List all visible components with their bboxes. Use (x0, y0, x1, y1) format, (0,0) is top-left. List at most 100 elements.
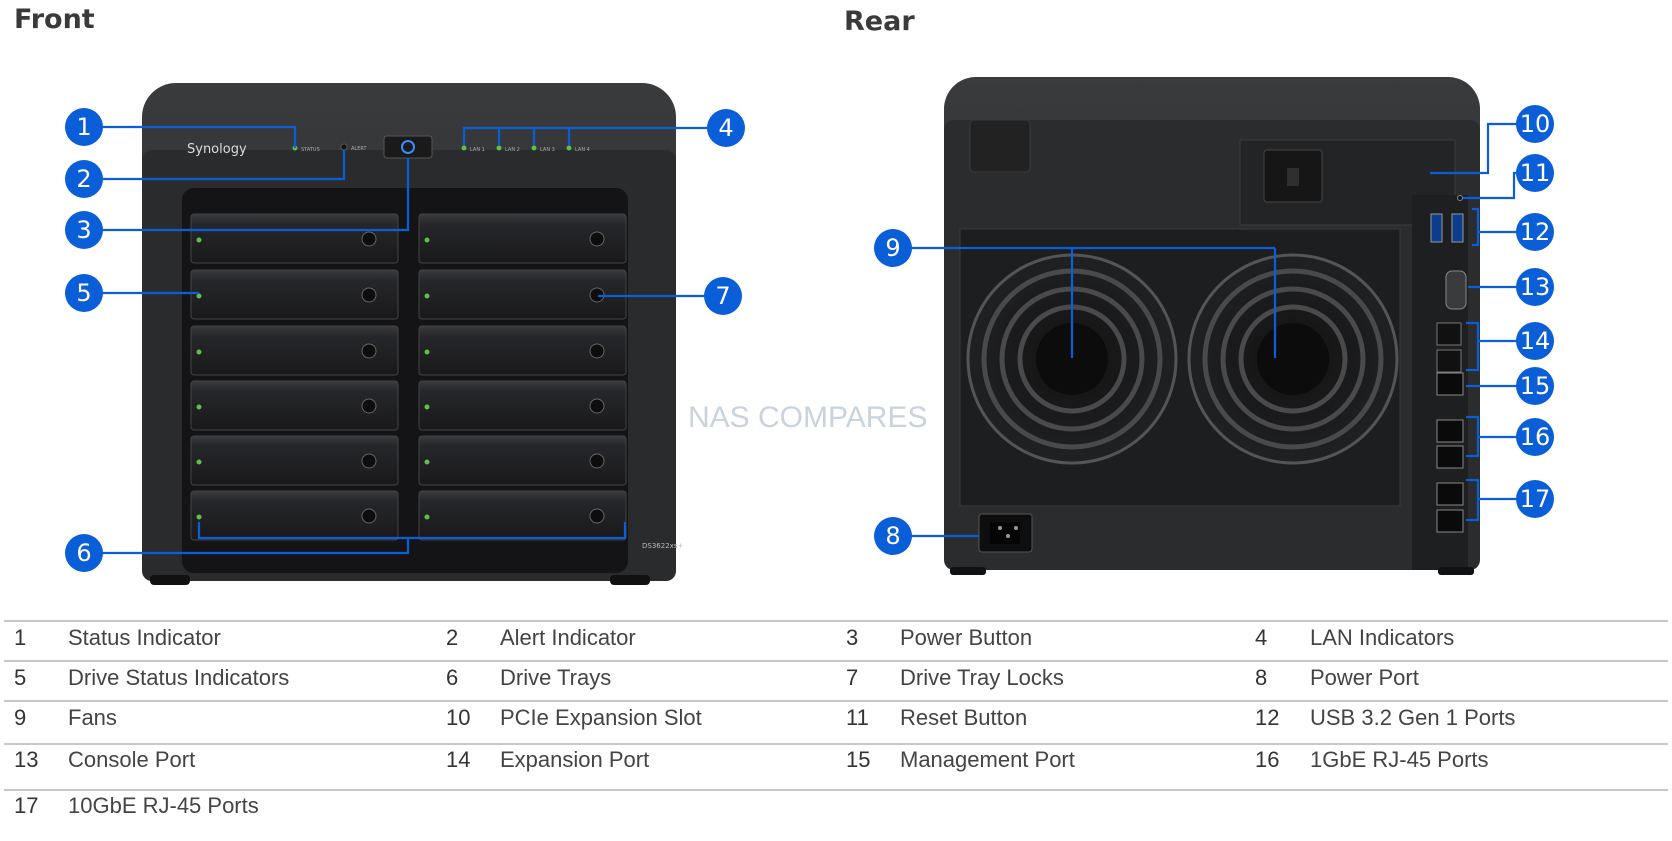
tray-lock (361, 508, 377, 524)
rear-ports (1430, 195, 1467, 533)
usb-port (1430, 213, 1443, 243)
legend-number: 15 (846, 747, 871, 772)
legend-label: Alert Indicator (500, 625, 636, 650)
callout-number: 15 (1520, 372, 1551, 400)
rear-chassis (944, 77, 1480, 575)
callout-line (84, 522, 627, 555)
callout-marker: 14 (1516, 322, 1554, 360)
callout-number: 1 (76, 113, 91, 141)
tray-lock (589, 508, 605, 524)
drive-status-led (196, 404, 202, 410)
drive-tray (190, 380, 399, 431)
drive-tray (190, 213, 399, 264)
legend-number: 9 (14, 705, 27, 730)
drive-status-led (196, 514, 202, 520)
model-label: DS3622xs+ (642, 542, 683, 550)
legend-label: USB 3.2 Gen 1 Ports (1310, 705, 1516, 730)
status-led-label: STATUS (301, 147, 320, 153)
drive-tray (190, 435, 399, 486)
legend-number: 11 (846, 705, 869, 730)
power-button-body (383, 135, 433, 159)
legend-label: Drive Trays (500, 665, 612, 690)
drive-tray (418, 269, 627, 320)
callout-number: 4 (718, 114, 733, 142)
drive-tray (190, 490, 399, 541)
alert-led (340, 143, 348, 151)
callout-marker: 3 (65, 211, 103, 249)
legend-label: Management Port (900, 747, 1075, 772)
svg-text:LAN 4: LAN 4 (575, 147, 590, 153)
legend-divider (4, 700, 1668, 702)
legend-number: 10 (446, 705, 471, 730)
legend-number: 16 (1255, 747, 1280, 772)
legend-number: 4 (1255, 625, 1268, 650)
callout-number: 13 (1520, 273, 1551, 301)
callout-line (462, 126, 726, 145)
tray-lock (361, 343, 377, 359)
drive-tray (190, 325, 399, 376)
legend-label: Power Port (1310, 665, 1419, 690)
rj45-port (1436, 445, 1464, 469)
callout-number: 11 (1520, 159, 1551, 187)
rj45-port (1436, 372, 1464, 396)
legend-label: Drive Status Indicators (68, 665, 290, 690)
fans (966, 253, 1399, 465)
callout-marker: 4 (707, 109, 745, 147)
tray-lock (589, 343, 605, 359)
usb-port (1451, 213, 1464, 243)
callout-number: 5 (76, 279, 91, 307)
callout-line (1466, 321, 1535, 372)
tray-lock (589, 231, 605, 247)
tray-lock (361, 398, 377, 414)
drive-tray (418, 380, 627, 431)
svg-text:LAN 2: LAN 2 (505, 147, 520, 153)
drive-status-led (424, 514, 430, 520)
rj45-port (1436, 482, 1464, 506)
drive-status-led (424, 237, 430, 243)
front-view-title: Front (14, 4, 95, 35)
drive-tray (418, 490, 627, 541)
legend-divider (4, 620, 1668, 622)
callout-marker: 5 (65, 274, 103, 312)
drive-trays (190, 213, 627, 541)
callout-marker: 7 (704, 277, 742, 315)
legend-divider (4, 660, 1668, 662)
legend-label: Status Indicator (68, 625, 221, 650)
legend-label: Power Button (900, 625, 1033, 650)
callout-number: 6 (76, 539, 91, 567)
callout-marker: 1 (65, 108, 103, 146)
watermark: NAS COMPARES (688, 401, 928, 434)
lan-leds: LAN 1 LAN 2 LAN 3 LAN 4 (461, 145, 590, 153)
tray-lock (589, 453, 605, 469)
legend-number: 6 (446, 665, 459, 690)
callout-line (893, 246, 1277, 358)
legend-number: 17 (14, 793, 39, 818)
legend-divider (4, 789, 1668, 791)
legend-label: 1GbE RJ-45 Ports (1310, 747, 1489, 772)
callout-marker: 17 (1516, 480, 1554, 518)
legend-label: 10GbE RJ-45 Ports (68, 793, 259, 818)
legend-number: 14 (446, 747, 471, 772)
rj45-port (1436, 509, 1464, 533)
callout-marker: 15 (1516, 367, 1554, 405)
callout-line (84, 150, 346, 181)
power-icon (401, 140, 415, 154)
tray-lock (361, 287, 377, 303)
drive-status-led (196, 459, 202, 465)
legend-label: Expansion Port (500, 747, 650, 772)
legend-number: 8 (1255, 665, 1268, 690)
callout-marker: 13 (1516, 268, 1554, 306)
console-port (1445, 270, 1467, 310)
drive-status-led (424, 404, 430, 410)
callout-line (1472, 207, 1535, 247)
callout-number: 8 (885, 522, 900, 550)
drive-status-led (424, 349, 430, 355)
svg-text:LAN 3: LAN 3 (540, 147, 555, 153)
callout-marker: 16 (1516, 418, 1554, 456)
legend-label: PCIe Expansion Slot (500, 705, 702, 730)
fan (1187, 253, 1399, 465)
expansion-port (1436, 349, 1462, 373)
callout-number: 9 (885, 234, 900, 262)
callout-number: 16 (1520, 423, 1551, 451)
